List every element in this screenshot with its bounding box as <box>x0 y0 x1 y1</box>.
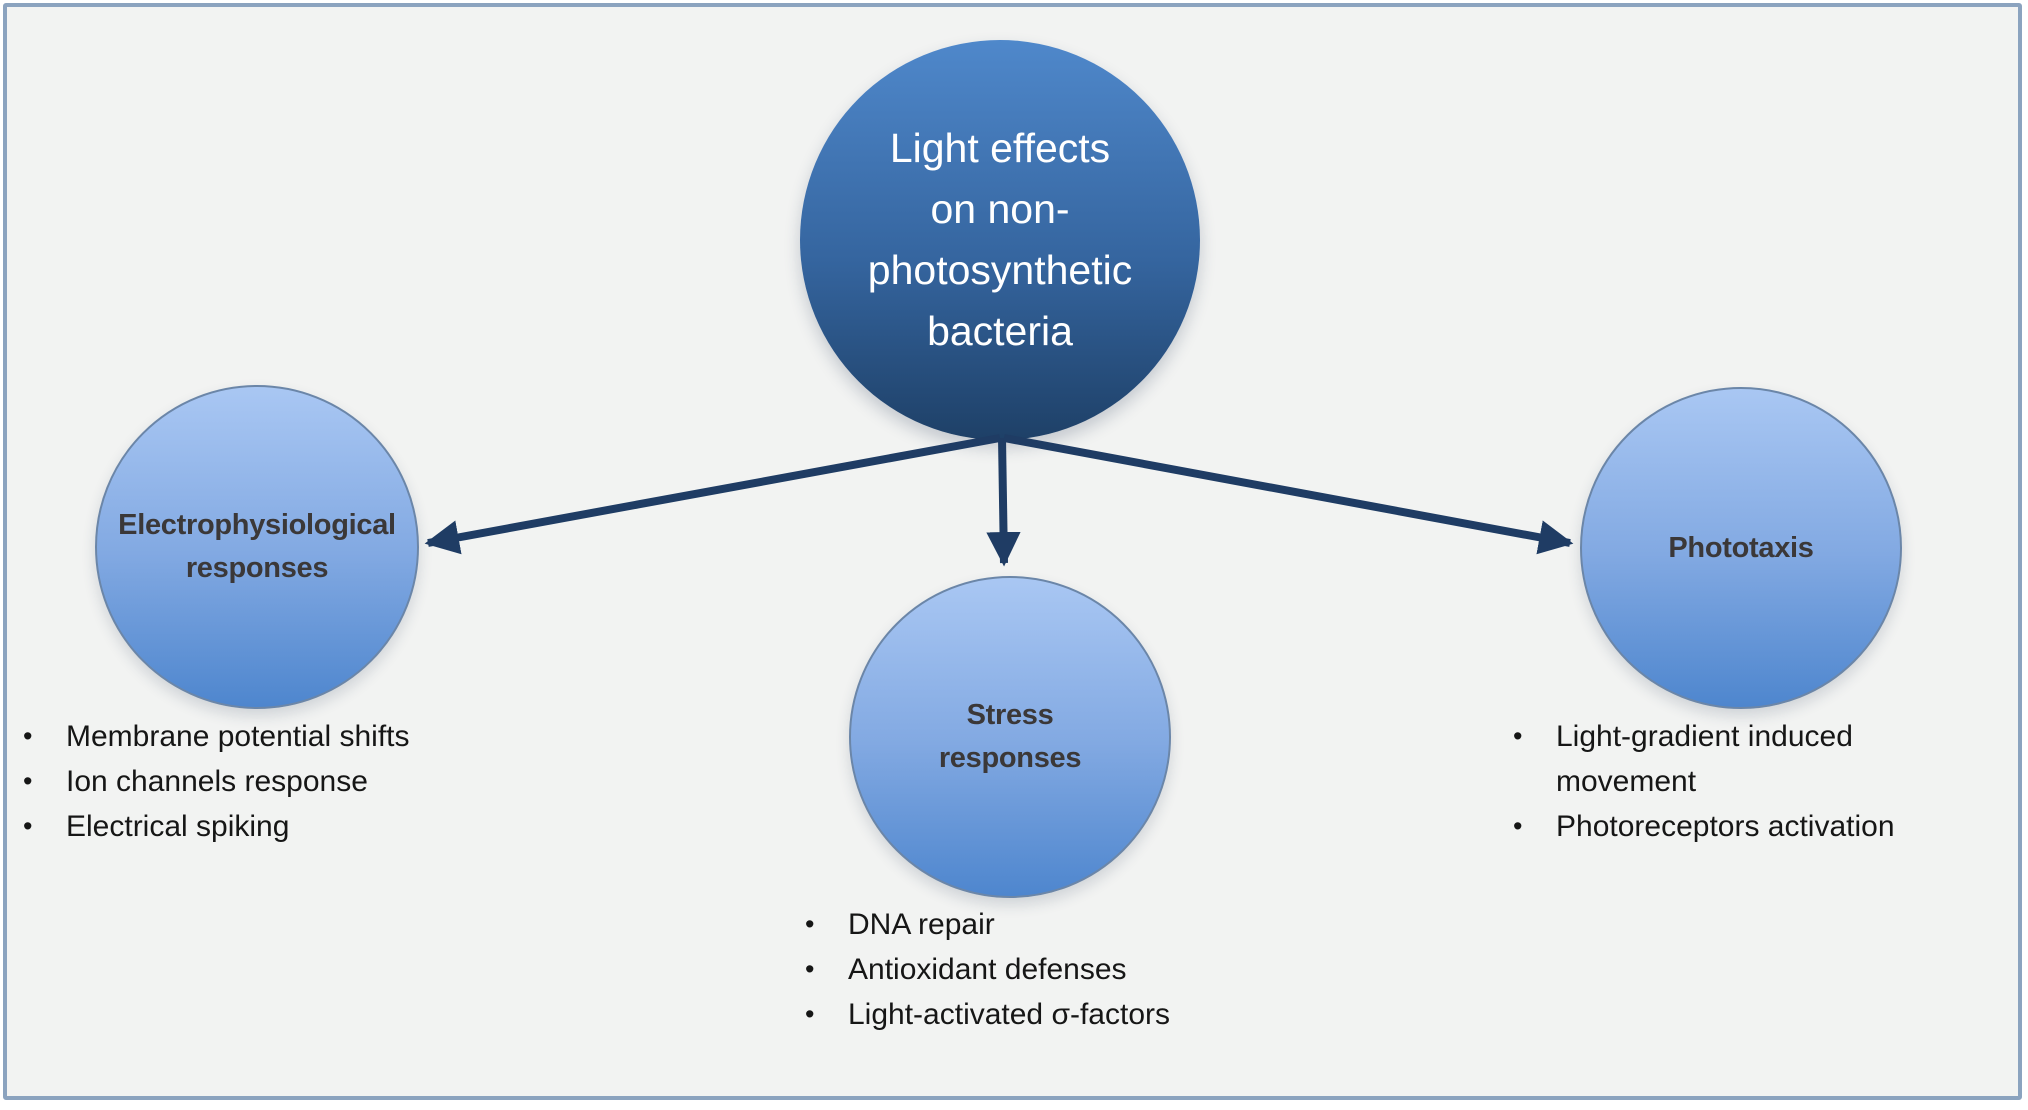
bullet-text: Photoreceptors activation <box>1556 810 1895 843</box>
center-label-line: Light effects <box>889 125 1111 171</box>
list-item: • Photoreceptors activation <box>1513 804 1953 849</box>
node-electrophysiological-title: Electrophysiological responses <box>79 504 435 590</box>
center-label-line: photosynthetic <box>867 247 1133 293</box>
bullet-dot: • <box>1513 721 1523 751</box>
list-item: • Ion channels response <box>23 759 493 804</box>
bullet-dot: • <box>23 721 33 751</box>
node-stress-title: Stress responses <box>832 694 1188 780</box>
node-phototaxis: Phototaxis <box>1580 387 1902 709</box>
bullet-dot: • <box>23 766 33 796</box>
bullet-dot: • <box>23 811 33 841</box>
bullet-dot: • <box>805 954 815 984</box>
phototaxis-bullet-list: • Light-gradient induced movement • Phot… <box>1513 714 1953 849</box>
list-item: • DNA repair <box>805 902 1285 947</box>
node-light-effects: Light effects on non- photosynthetic bac… <box>800 40 1200 440</box>
list-item: • Light-gradient induced movement <box>1513 714 1953 804</box>
bullet-text: Membrane potential shifts <box>66 720 410 753</box>
bullet-text: Electrical spiking <box>66 810 290 843</box>
node-title-line: Electrophysiological <box>118 509 396 541</box>
list-item: • Membrane potential shifts <box>23 714 493 759</box>
list-item: • Electrical spiking <box>23 804 493 849</box>
node-title-line: responses <box>185 552 329 584</box>
stress-bullet-list: • DNA repair • Antioxidant defenses • Li… <box>805 902 1285 1037</box>
bullet-text: Light-gradient induced movement <box>1556 720 1853 798</box>
electrophysiological-bullet-list: • Membrane potential shifts • Ion channe… <box>23 714 493 849</box>
node-title-line: Stress <box>966 699 1054 731</box>
list-item: • Antioxidant defenses <box>805 947 1285 992</box>
bullet-dot: • <box>1513 811 1523 841</box>
node-title-line: Phototaxis <box>1668 531 1814 564</box>
bullet-dot: • <box>805 909 815 939</box>
node-stress-responses: Stress responses <box>849 576 1171 898</box>
node-light-effects-label: Light effects on non- photosynthetic bac… <box>810 118 1190 362</box>
node-title-line: responses <box>938 742 1082 774</box>
center-label-line: bacteria <box>927 308 1073 354</box>
bullet-text: Antioxidant defenses <box>848 953 1127 986</box>
list-item: • Light-activated σ-factors <box>805 992 1285 1037</box>
node-electrophysiological-responses: Electrophysiological responses <box>95 385 419 709</box>
bullet-text: Light-activated σ-factors <box>848 998 1170 1031</box>
bullet-dot: • <box>805 999 815 1029</box>
center-label-line: on non- <box>930 186 1070 232</box>
node-phototaxis-title: Phototaxis <box>1563 527 1919 570</box>
bullet-text: Ion channels response <box>66 765 368 798</box>
bullet-text: DNA repair <box>848 908 995 941</box>
